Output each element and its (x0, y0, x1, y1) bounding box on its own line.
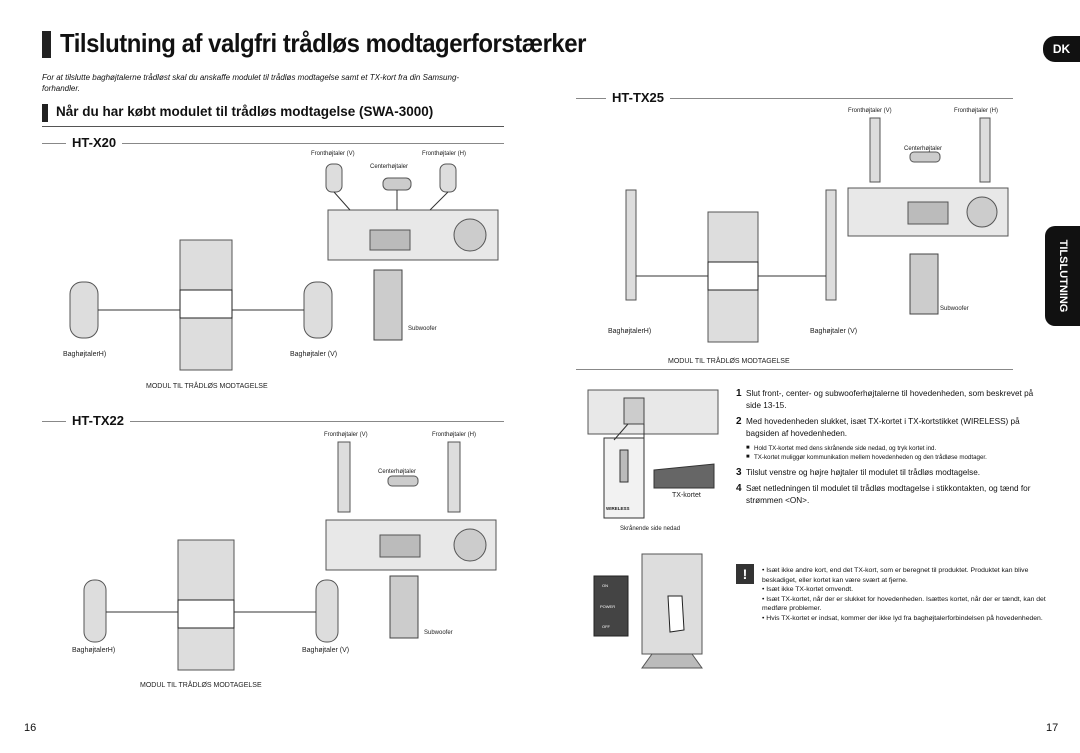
rear-speaker-left (83, 579, 107, 643)
section-side-tab: TILSLUTNING (1045, 226, 1080, 326)
panel-htx22-title: HT-TX22 (66, 413, 131, 428)
step-2-bullet: ■TX-kortet muliggør kommunikation mellem… (746, 454, 987, 461)
subwoofer (909, 253, 939, 315)
front-speaker-left (337, 441, 351, 513)
power-switch-figure (593, 553, 703, 669)
center-speaker (909, 151, 941, 163)
note-item: • Isæt ikke andre kort, end det TX-kort,… (762, 567, 1029, 584)
httx25-center-label: Centerhøjtaler (904, 146, 943, 152)
httx25-front-h-label: Fronthøjtaler (H) (954, 108, 999, 114)
language-badge: DK (1043, 36, 1080, 62)
htx22-diagram (83, 441, 497, 671)
subtitle-bar (42, 104, 48, 122)
subtitle-rule (42, 126, 504, 127)
front-speaker-left (325, 163, 343, 193)
rear-speaker-right (315, 579, 339, 643)
step-2-bullet: ■Hold TX-kortet med dens skrånende side … (746, 445, 937, 452)
panel-htx20-title: HT-X20 (66, 135, 123, 150)
htx22-module-caption: MODUL TIL TRÅDLØS MODTAGELSE (140, 682, 262, 689)
panel-htx22 (42, 421, 504, 704)
htx20-center-label: Centerhøjtaler (370, 164, 409, 170)
title-bar (42, 31, 51, 58)
rear-speaker-left (69, 281, 99, 339)
tx-card-figure (587, 389, 719, 519)
front-speaker-left (869, 117, 881, 183)
rear-speaker-left (625, 189, 637, 301)
htx20-front-h-label: Fronthøjtaler (H) (422, 151, 467, 157)
power-label: POWER (600, 604, 616, 609)
panel-httx25-title: HT-TX25 (606, 90, 671, 105)
front-speaker-right (447, 441, 461, 513)
slope-side-label: Skrånende side nedad (620, 526, 681, 532)
htx22-center-label: Centerhøjtaler (378, 469, 417, 475)
note-item: • Hvis TX-kortet er indsat, kommer der i… (762, 614, 1043, 622)
main-unit (327, 209, 499, 261)
wireless-label: WIRELESS (606, 506, 630, 511)
rear-speaker-right (303, 281, 333, 339)
httx25-module-caption: MODUL TIL TRÅDLØS MODTAGELSE (668, 358, 790, 365)
httx25-diagram (625, 117, 1009, 343)
htx22-rear-h-label: BaghøjtalerH) (72, 647, 116, 654)
htx22-front-v-label: Fronthøjtaler (V) (324, 432, 368, 438)
htx22-subwoofer-label: Subwoofer (424, 630, 453, 636)
note-item: • Isæt TX-kortet, når der er slukket for… (762, 595, 1046, 613)
page-number-right: 17 (1046, 722, 1059, 734)
httx25-rear-v-label: Baghøjtaler (V) (810, 328, 858, 335)
htx20-front-v-label: Fronthøjtaler (V) (311, 151, 355, 157)
center-speaker (382, 177, 412, 191)
htx20-rear-h-label: BaghøjtalerH) (63, 351, 107, 358)
httx25-front-v-label: Fronthøjtaler (V) (848, 108, 892, 114)
rear-speaker-right (825, 189, 837, 301)
page-number-left: 16 (24, 722, 37, 734)
page-title: Tilslutning af valgfri trådløs modtagerf… (60, 28, 586, 58)
htx20-module-caption: MODUL TIL TRÅDLØS MODTAGELSE (146, 383, 268, 390)
warning-icon: ! (736, 564, 754, 584)
tx-card-label: TX-kortet (672, 492, 701, 499)
panel-htx20 (42, 143, 504, 396)
center-speaker (387, 475, 419, 487)
intro-text: For at tilslutte baghøjtalerne trådløst … (42, 73, 460, 93)
subwoofer (389, 575, 419, 639)
htx20-subwoofer-label: Subwoofer (408, 326, 437, 332)
htx20-rear-v-label: Baghøjtaler (V) (290, 351, 338, 358)
on-label: ON (602, 583, 608, 588)
htx22-rear-v-label: Baghøjtaler (V) (302, 647, 350, 654)
front-speaker-right (439, 163, 457, 193)
htx22-front-h-label: Fronthøjtaler (H) (432, 432, 477, 438)
notes-list: • Isæt ikke andre kort, end det TX-kort,… (762, 566, 1052, 623)
httx25-rear-h-label: BaghøjtalerH) (608, 328, 652, 335)
httx25-subwoofer-label: Subwoofer (940, 306, 969, 312)
front-speaker-right (979, 117, 991, 183)
htx20-diagram (69, 163, 499, 371)
panel-httx25 (576, 98, 1013, 370)
subwoofer (373, 269, 403, 341)
note-item: • Isæt ikke TX-kortet omvendt. (762, 586, 854, 593)
off-label: OFF (602, 624, 610, 629)
section-subtitle: Når du har købt modulet til trådløs modt… (56, 104, 434, 119)
